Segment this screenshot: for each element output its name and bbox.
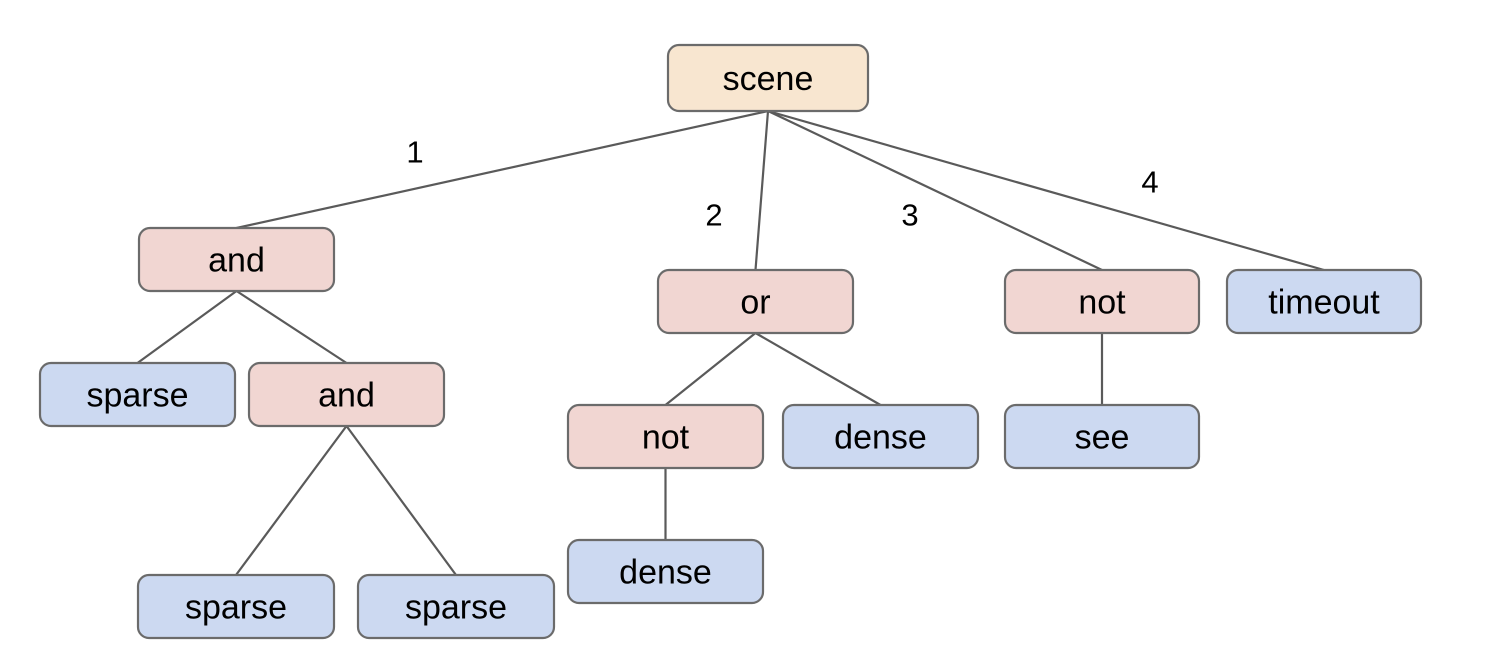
- node-box[interactable]: [666, 43, 870, 113]
- tree-node-sparse3[interactable]: sparse: [356, 573, 556, 640]
- node-box[interactable]: [136, 573, 336, 640]
- nodes-group: scene and or not timeout sparse and not dense see…: [38, 43, 1423, 640]
- node-box[interactable]: [137, 226, 336, 293]
- tree-node-or1[interactable]: or: [656, 268, 855, 335]
- tree-node-timeout[interactable]: timeout: [1225, 268, 1423, 335]
- node-label: sparse: [185, 589, 287, 627]
- edge-labels-group: 1 2 3 4: [406, 135, 1158, 233]
- edge-label: 2: [705, 198, 722, 233]
- tree-edge: [754, 331, 882, 407]
- node-box[interactable]: [656, 268, 855, 335]
- tree-edge: [235, 289, 348, 365]
- node-box[interactable]: [356, 573, 556, 640]
- edge-label: 1: [406, 135, 423, 170]
- node-label: not: [642, 419, 690, 457]
- tree-node-and1[interactable]: and: [137, 226, 336, 293]
- tree-edge: [235, 109, 770, 230]
- node-label: and: [318, 377, 375, 415]
- tree-edge: [234, 424, 348, 577]
- tree-node-dense2[interactable]: dense: [566, 538, 765, 605]
- node-box[interactable]: [247, 361, 446, 428]
- edge-label: 4: [1141, 165, 1158, 200]
- tree-edge: [766, 109, 1326, 272]
- node-box[interactable]: [1003, 268, 1201, 335]
- tree-node-sparse2[interactable]: sparse: [136, 573, 336, 640]
- node-label: or: [740, 284, 770, 322]
- tree-edge: [766, 109, 1104, 272]
- tree-edge: [754, 109, 770, 272]
- node-label: scene: [723, 60, 814, 98]
- node-box[interactable]: [1003, 403, 1201, 470]
- node-label: not: [1078, 284, 1126, 322]
- node-box[interactable]: [38, 361, 237, 428]
- tree-node-dense1[interactable]: dense: [781, 403, 980, 470]
- node-box[interactable]: [1225, 268, 1423, 335]
- tree-node-not2[interactable]: not: [566, 403, 765, 470]
- node-box[interactable]: [566, 403, 765, 470]
- node-box[interactable]: [566, 538, 765, 605]
- tree-edge: [136, 289, 238, 365]
- tree-edge: [345, 424, 458, 577]
- tree-node-not1[interactable]: not: [1003, 268, 1201, 335]
- tree-node-scene[interactable]: scene: [666, 43, 870, 113]
- tree-node-and2[interactable]: and: [247, 361, 446, 428]
- node-label: dense: [619, 554, 712, 592]
- node-label: dense: [834, 419, 927, 457]
- node-label: sparse: [405, 589, 507, 627]
- node-label: and: [208, 242, 265, 280]
- tree-edge: [664, 331, 757, 407]
- node-label: timeout: [1268, 284, 1380, 322]
- tree-node-sparse1[interactable]: sparse: [38, 361, 237, 428]
- tree-node-see[interactable]: see: [1003, 403, 1201, 470]
- node-box[interactable]: [781, 403, 980, 470]
- node-label: sparse: [86, 377, 188, 415]
- edges-group: [136, 109, 1326, 577]
- node-label: see: [1075, 419, 1130, 457]
- edge-label: 3: [901, 198, 918, 233]
